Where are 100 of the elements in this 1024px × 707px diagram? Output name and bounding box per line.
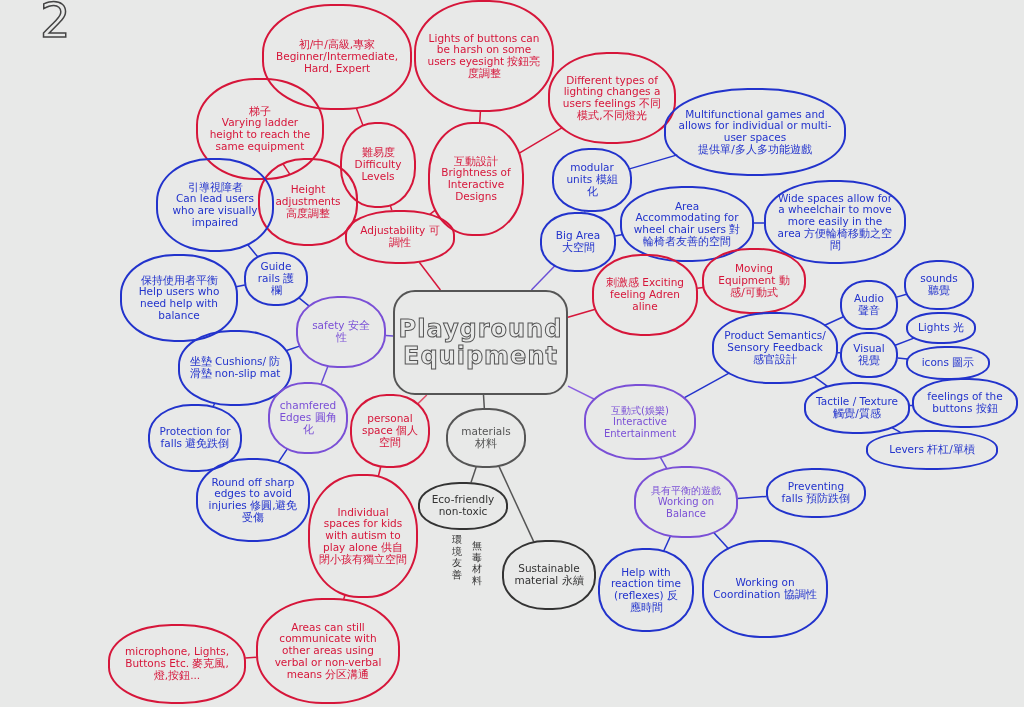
connector	[277, 448, 289, 464]
node-label: 刺激感 Exciting feeling Adren aline	[604, 277, 685, 313]
node-label: Protection for falls 避免跌倒	[159, 426, 231, 450]
node-label: Wide spaces allow for a wheelchair to move more easily in the area 方便輪椅移動之空間	[776, 192, 894, 252]
node-label: Area Accommodating for wheel chair users 對輪椅者友善的空間	[632, 200, 742, 248]
node-label: Round off sharp edges to avoid injuries 修圓,避免受傷	[207, 476, 299, 524]
bubble	[340, 122, 416, 208]
connector	[518, 126, 564, 155]
connector	[482, 394, 486, 409]
node-label: Can lead users who are visually impaired	[171, 193, 259, 229]
bubble	[804, 382, 910, 434]
connector	[235, 284, 246, 288]
node-label: Levers 杆杠/單槓	[889, 444, 975, 456]
bubble	[664, 88, 846, 176]
connector	[355, 107, 364, 127]
bubble	[308, 474, 418, 598]
connector	[895, 293, 908, 298]
connector	[897, 357, 909, 360]
node-label: microphone, Lights, Buttons Etc. 麥克風,燈,按鈕...	[124, 646, 230, 682]
bubble	[156, 158, 274, 252]
node-label: Big Area 大空間	[554, 230, 602, 254]
node-label: Individual spaces for kids with autism to play alone 供自閉小孩有獨立空間	[319, 506, 407, 566]
bubble	[620, 186, 754, 262]
node-label: safety 安全性	[311, 320, 371, 344]
connector	[712, 531, 730, 550]
bubble	[446, 408, 526, 468]
node-label: Multifunctional games and allows for individual or multi-user spaces	[677, 108, 833, 144]
connector	[389, 204, 393, 212]
node-label: Help with reaction time (reflexes) 反應時間	[610, 566, 682, 614]
connector	[836, 351, 841, 354]
bubble	[428, 122, 524, 236]
bubble	[345, 210, 455, 264]
bubble	[598, 548, 694, 632]
node-label: Tactile / Texture 觸覺/質感	[815, 396, 899, 420]
bubble	[552, 148, 632, 212]
node-label: 梯子	[249, 105, 271, 118]
node-label: icons 圖示	[921, 357, 975, 369]
connector	[212, 402, 216, 408]
node-label: Preventing falls 預防跌倒	[780, 481, 852, 505]
bubble	[350, 394, 430, 468]
connector	[662, 535, 672, 552]
connector	[614, 233, 624, 237]
node-label: Sustainable material 永續	[513, 563, 585, 587]
connector	[416, 394, 428, 405]
node-label: Guide rails 護欄	[256, 261, 296, 297]
connector	[246, 243, 259, 258]
side-note: 環境友善	[452, 534, 463, 580]
connector	[736, 495, 768, 500]
node-label: Eco-friendly non-toxic	[430, 494, 496, 518]
node-label: 具有平衡的遊戲	[651, 485, 721, 497]
node-label: personal space 個人空間	[361, 413, 419, 449]
bubble	[148, 404, 242, 472]
connector	[696, 286, 704, 290]
connector	[320, 365, 329, 385]
bubble	[418, 482, 508, 530]
bubble	[702, 248, 806, 314]
node-label: 提供單/多人多功能遊戲	[698, 143, 812, 156]
central-box	[393, 290, 568, 395]
node-label: 坐墊 Cushions/ 防滑墊 non-slip mat	[189, 356, 281, 380]
connector	[418, 261, 442, 291]
connector	[682, 372, 731, 399]
connector	[385, 334, 394, 337]
node-label: 難易度 Difficulty Levels	[353, 147, 403, 183]
node-label: Areas can still communicate with other areas using verbal or non-verbal means 分区溝通	[273, 621, 383, 681]
bubble	[904, 260, 974, 310]
node-label: feelings of the buttons 按鈕	[926, 391, 1004, 415]
bubble	[540, 212, 616, 272]
bubble	[196, 458, 310, 542]
bubble	[906, 312, 976, 344]
node-label: Height adjustments 高度調整	[274, 184, 342, 220]
connector	[285, 345, 301, 352]
node-label: Lights of buttons can be harsh on some users eyesight 按鈕亮度調整	[426, 32, 542, 80]
node-label: 引導視障者	[187, 181, 243, 194]
node-label: 保持使用者平衡	[140, 274, 218, 287]
bubble	[766, 468, 866, 518]
connector	[567, 385, 596, 401]
node-label: Product Semantics/ Sensory Feedback 感官設計	[723, 330, 827, 366]
connector	[894, 337, 915, 346]
bubble	[548, 52, 676, 144]
bubble	[634, 466, 738, 538]
connector	[909, 404, 914, 407]
node-label: modular units 模組化	[565, 162, 619, 198]
bubble	[268, 382, 348, 454]
bubble	[866, 430, 998, 470]
node-label: materials 材料	[460, 426, 512, 450]
node-label: Interactive Entertainment	[602, 416, 678, 439]
connector	[244, 656, 258, 659]
connector	[470, 466, 477, 484]
side-note: 無毒材料	[472, 540, 483, 586]
bubble	[840, 332, 898, 378]
connector	[753, 222, 765, 224]
node-label: Help users who need help with balance	[137, 286, 221, 322]
node-label: Beginner/Intermediate, Hard, Expert	[275, 51, 399, 75]
connector	[282, 163, 291, 175]
node-label: Audio 聲音	[853, 293, 885, 317]
node-label: 互動設計 Brightness of Interactive Designs	[440, 155, 512, 203]
bubble	[764, 180, 906, 264]
node-label: chamfered Edges 圓角化	[279, 400, 337, 436]
connector	[823, 315, 845, 327]
connector	[429, 209, 437, 216]
